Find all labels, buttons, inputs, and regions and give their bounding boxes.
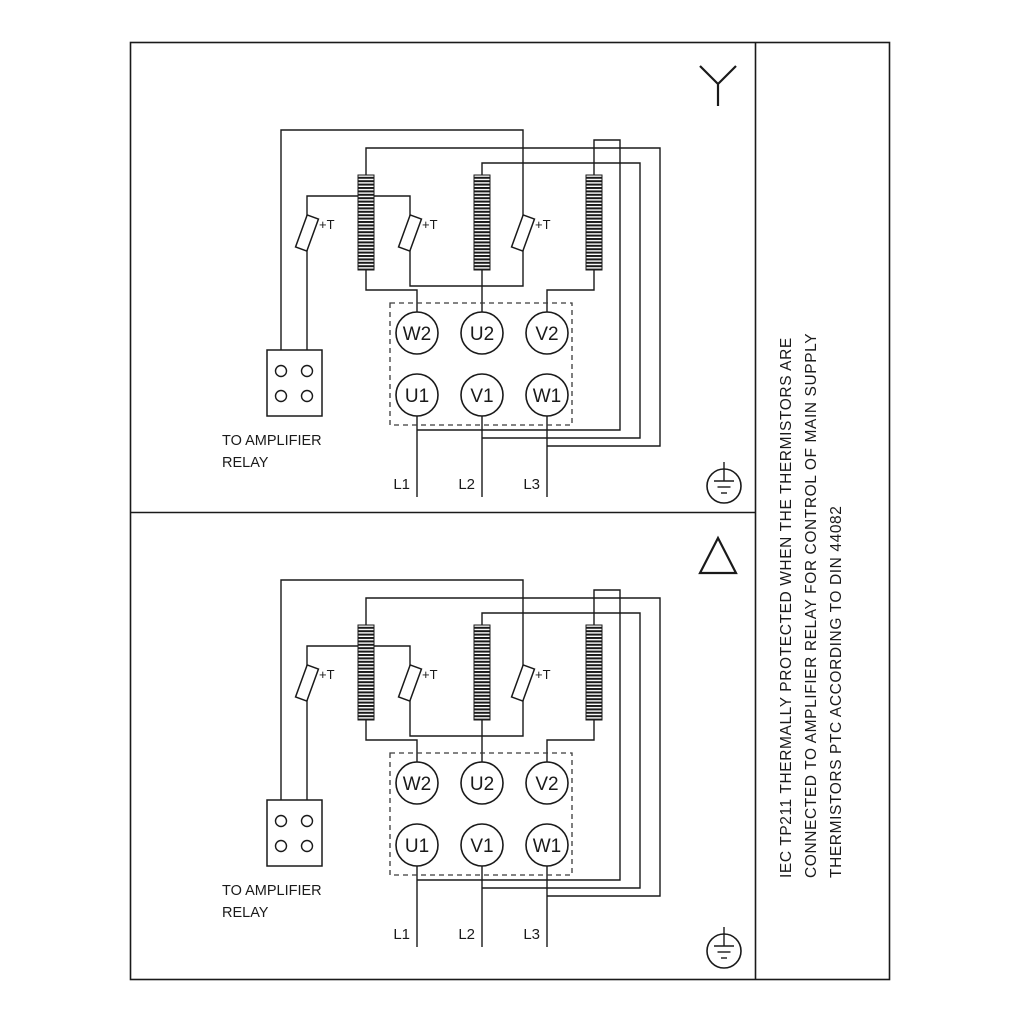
u-winding-top-wire [481,162,641,439]
terminal-label: U1 [405,386,429,407]
relay-terminal [274,389,288,403]
terminal-v1: V1 [460,373,504,417]
relay-terminal [300,389,314,403]
side-note-line3: THERMISTORS PTC ACCORDING TO DIN 44082 [828,506,845,879]
star-symbol [699,65,737,106]
relay-box [266,349,323,417]
terminal-u1: U1 [395,373,439,417]
thermistor-symbol [397,214,423,252]
ground-symbol-top [706,461,742,504]
side-note-line1: IEC TP211 THERMALLY PROTECTED WHEN THE T… [778,337,795,878]
w-winding-bottom-wire [365,270,418,312]
thermistor-label: +T [535,217,551,232]
terminal-board-outline [389,302,573,426]
relay-caption-line1: TO AMPLIFIER [222,433,322,449]
thermistor-chain-wire [280,129,524,365]
star-circuit: +T +T +T TO AMPLIFIER RELAY W2 [222,129,661,497]
relay-terminal [274,364,288,378]
terminal-v2: V2 [525,311,569,355]
thermistor-label: +T [319,217,335,232]
terminal-w2: W2 [395,311,439,355]
amplifier-relay-terminals: TO AMPLIFIER RELAY [222,349,323,471]
delta-symbol [698,535,738,575]
terminal-w1: W1 [525,373,569,417]
delta-circuit [221,579,661,948]
v-winding-bottom-wire [546,270,595,312]
terminal-label: W2 [403,324,432,345]
motor-winding-v [585,174,603,271]
ground-symbol-bottom [706,926,742,969]
thermistor-label: +T [422,217,438,232]
terminal-u2: U2 [460,311,504,355]
terminal-label: V1 [470,386,493,407]
supply-label-l1: L1 [393,476,410,493]
thermistor-symbol [510,214,536,252]
motor-winding-u [473,174,491,271]
thermistor-2: +T [397,214,438,252]
terminal-label: U2 [470,324,494,345]
v-winding-top-wire [417,139,621,431]
relay-terminal [300,364,314,378]
supply-label-l2: L2 [458,476,475,493]
relay-caption-line2: RELAY [222,455,269,471]
side-note: IEC TP211 THERMALLY PROTECTED WHEN THE T… [778,333,845,878]
motor-winding-w [357,174,375,271]
terminal-label: W1 [533,386,562,407]
terminal-label: V2 [535,324,558,345]
thermistor-1: +T [294,214,335,252]
terminal-board: W2 U2 V2 U1 V1 W1 [389,302,573,426]
w-winding-top-wire [365,147,661,447]
outer-border [129,41,891,981]
thermistor-symbol [294,214,320,252]
supply-label-l3: L3 [523,476,540,493]
thermistor-3: +T [510,214,551,252]
side-note-line2: CONNECTED TO AMPLIFIER RELAY FOR CONTROL… [803,333,820,878]
